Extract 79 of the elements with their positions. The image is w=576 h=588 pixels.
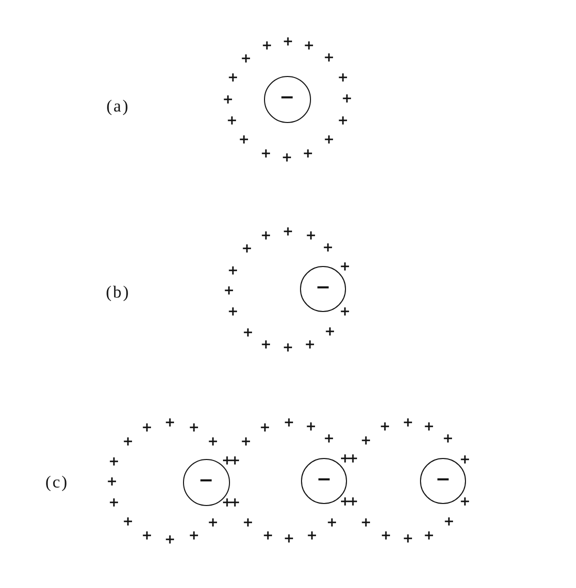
plus-sign: + (340, 260, 350, 274)
plus-sign: + (188, 530, 200, 542)
plus-sign: + (322, 242, 334, 254)
plus-sign: + (208, 516, 218, 530)
minus-sign: − (315, 278, 331, 297)
plus-sign: + (142, 422, 152, 434)
plus-sign: + (284, 532, 294, 546)
plus-sign: + (424, 420, 434, 434)
plus-sign: + (242, 516, 254, 530)
minus-sign: − (198, 472, 214, 490)
plus-sign: + (306, 530, 318, 542)
plus-sign: + (338, 72, 348, 84)
plus-sign: + (260, 230, 272, 242)
plus-sign: + (108, 496, 120, 510)
plus-sign: + (228, 264, 238, 278)
plus-signs: ++ (340, 452, 357, 466)
plus-sign: + (238, 134, 250, 146)
panel-label: (c) (45, 474, 69, 492)
plus-signs: ++ (222, 496, 239, 510)
plus-sign: + (164, 534, 176, 546)
plus-signs: ++ (340, 496, 357, 508)
plus-sign: + (240, 436, 252, 448)
plus-sign: + (260, 148, 272, 160)
plus-signs: ++ (222, 454, 239, 468)
plus-sign: + (262, 40, 272, 52)
plus-sign: + (284, 416, 294, 430)
plus-sign: + (304, 338, 316, 352)
plus-sign: + (306, 230, 316, 242)
plus-sign: + (324, 52, 334, 64)
minus-sign: − (316, 470, 332, 489)
plus-sign: + (380, 420, 390, 434)
plus-sign: + (188, 422, 200, 434)
plus-sign: + (106, 476, 118, 488)
plus-sign: + (444, 516, 454, 528)
plus-sign: + (326, 516, 338, 530)
plus-sign: + (228, 72, 238, 84)
plus-sign: + (282, 226, 294, 238)
plus-sign: + (228, 306, 238, 318)
plus-sign: + (460, 496, 470, 508)
plus-sign: + (108, 456, 120, 468)
plus-sign: + (262, 530, 274, 542)
plus-sign: + (164, 416, 176, 430)
circle (264, 76, 310, 122)
plus-sign: + (142, 530, 152, 542)
plus-sign: + (402, 416, 414, 430)
plus-sign: + (282, 342, 294, 354)
minus-sign: − (435, 470, 451, 489)
plus-sign: + (282, 152, 292, 164)
plus-sign: + (122, 516, 134, 528)
plus-sign: + (240, 52, 252, 66)
panel-label: (b) (106, 284, 130, 302)
plus-sign: + (306, 420, 316, 434)
plus-sign: + (442, 432, 454, 446)
plus-sign: + (380, 530, 392, 542)
panel-label: (a) (106, 98, 130, 116)
plus-sign: + (324, 326, 336, 338)
plus-sign: + (460, 454, 470, 466)
plus-sign: + (208, 436, 218, 448)
plus-sign: + (226, 114, 238, 128)
plus-sign: + (360, 434, 372, 448)
plus-sign: + (242, 326, 254, 340)
plus-sign: + (302, 148, 314, 160)
plus-sign: + (424, 530, 434, 542)
plus-sign: + (242, 242, 252, 256)
plus-sign: + (304, 40, 314, 52)
plus-sign: + (338, 114, 348, 128)
plus-sign: + (342, 92, 352, 106)
plus-sign: + (402, 532, 414, 546)
plus-sign: + (122, 436, 134, 448)
plus-sign: + (324, 432, 334, 446)
minus-sign: − (279, 88, 295, 107)
plus-sign: + (282, 36, 294, 48)
plus-sign: + (260, 422, 270, 434)
plus-sign: + (224, 284, 234, 298)
plus-sign: + (260, 338, 272, 352)
plus-sign: + (360, 516, 372, 530)
plus-sign: + (222, 94, 234, 106)
plus-sign: + (340, 306, 350, 318)
plus-sign: + (324, 134, 334, 146)
